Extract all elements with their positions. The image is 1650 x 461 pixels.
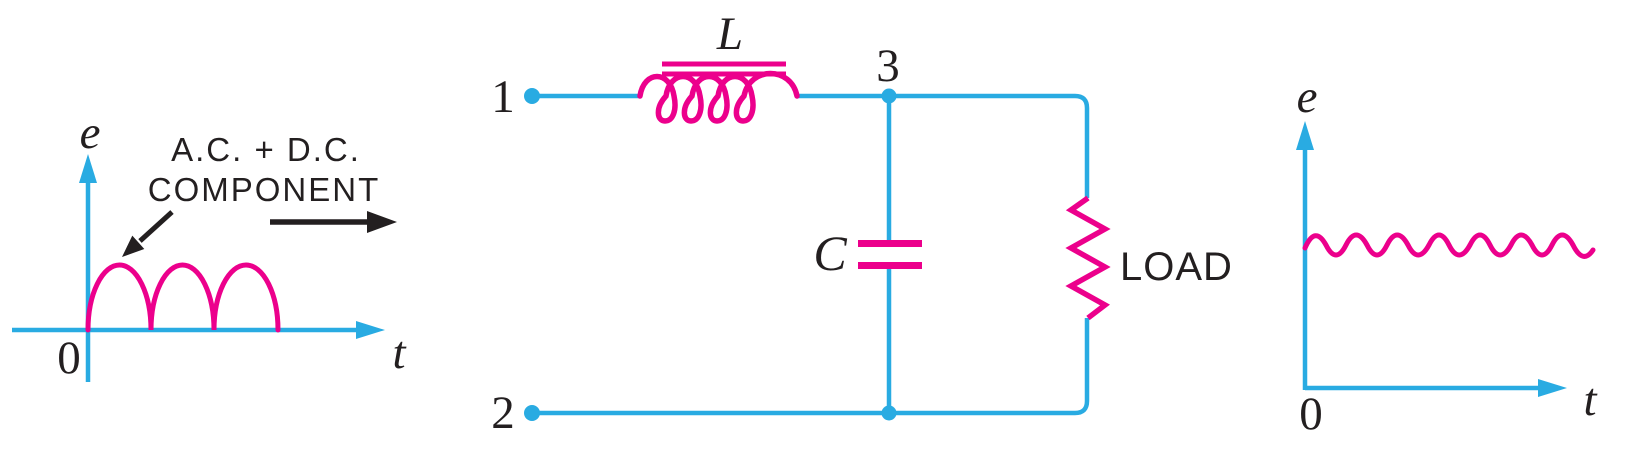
core-bar-bottom [662, 71, 786, 77]
top-wire [532, 93, 1090, 198]
capacitor-symbol [858, 240, 922, 269]
input-waveform-graph: e t 0 A.C. + D.C. COMPONENT [12, 107, 406, 384]
input-graph-y-axis-arrowhead-icon [79, 154, 97, 183]
input-graph-x-axis-label: t [392, 327, 406, 379]
bottom-wire [532, 318, 1090, 416]
load-label: LOAD [1120, 245, 1233, 289]
node-3-dot [881, 88, 897, 104]
annotation-pointer-arrow-shaft [138, 210, 174, 243]
terminal-1-dot [524, 88, 540, 104]
signal-flow-arrow [270, 211, 397, 233]
bottom-junction-dot [881, 405, 897, 421]
lc-filter-circuit: 1 2 3 L C LOAD [491, 8, 1233, 439]
inductor-coil [637, 70, 800, 124]
annotation-pointer-arrowhead-icon [122, 235, 145, 257]
inductor-symbol [637, 61, 800, 124]
output-graph-origin-label: 0 [1299, 388, 1323, 440]
node-3-label: 3 [876, 40, 900, 92]
output-waveform-graph: e t 0 [1296, 71, 1597, 440]
output-graph-y-axis-arrowhead-icon [1296, 121, 1314, 150]
input-graph-origin-label: 0 [57, 332, 81, 384]
output-graph-x-axis-label: t [1583, 374, 1597, 426]
capacitor-plate-bottom [858, 262, 922, 269]
input-graph-x-axis-arrowhead-icon [356, 321, 385, 339]
annotation-line2: COMPONENT [148, 171, 381, 208]
capacitor-label: C [813, 225, 847, 281]
annotation-line1: A.C. + D.C. [171, 131, 361, 168]
flow-arrow-arrowhead-icon [367, 211, 397, 233]
capacitor-plate-top [858, 240, 922, 247]
output-graph-x-axis-arrowhead-icon [1538, 379, 1567, 397]
input-graph-y-axis-label: e [80, 107, 101, 159]
inductor-label: L [716, 8, 743, 60]
output-graph-y-axis-label: e [1297, 71, 1318, 123]
ripple-dc-waveform [1302, 232, 1596, 259]
core-bar-top [662, 61, 786, 67]
ac-dc-component-annotation: A.C. + D.C. COMPONENT [122, 131, 381, 257]
terminal-2-dot [524, 405, 540, 421]
terminal-1-label: 1 [491, 71, 515, 123]
rectified-sine-waveform [85, 262, 281, 333]
terminal-2-label: 2 [491, 387, 515, 439]
load-resistor-zigzag [1065, 195, 1111, 321]
